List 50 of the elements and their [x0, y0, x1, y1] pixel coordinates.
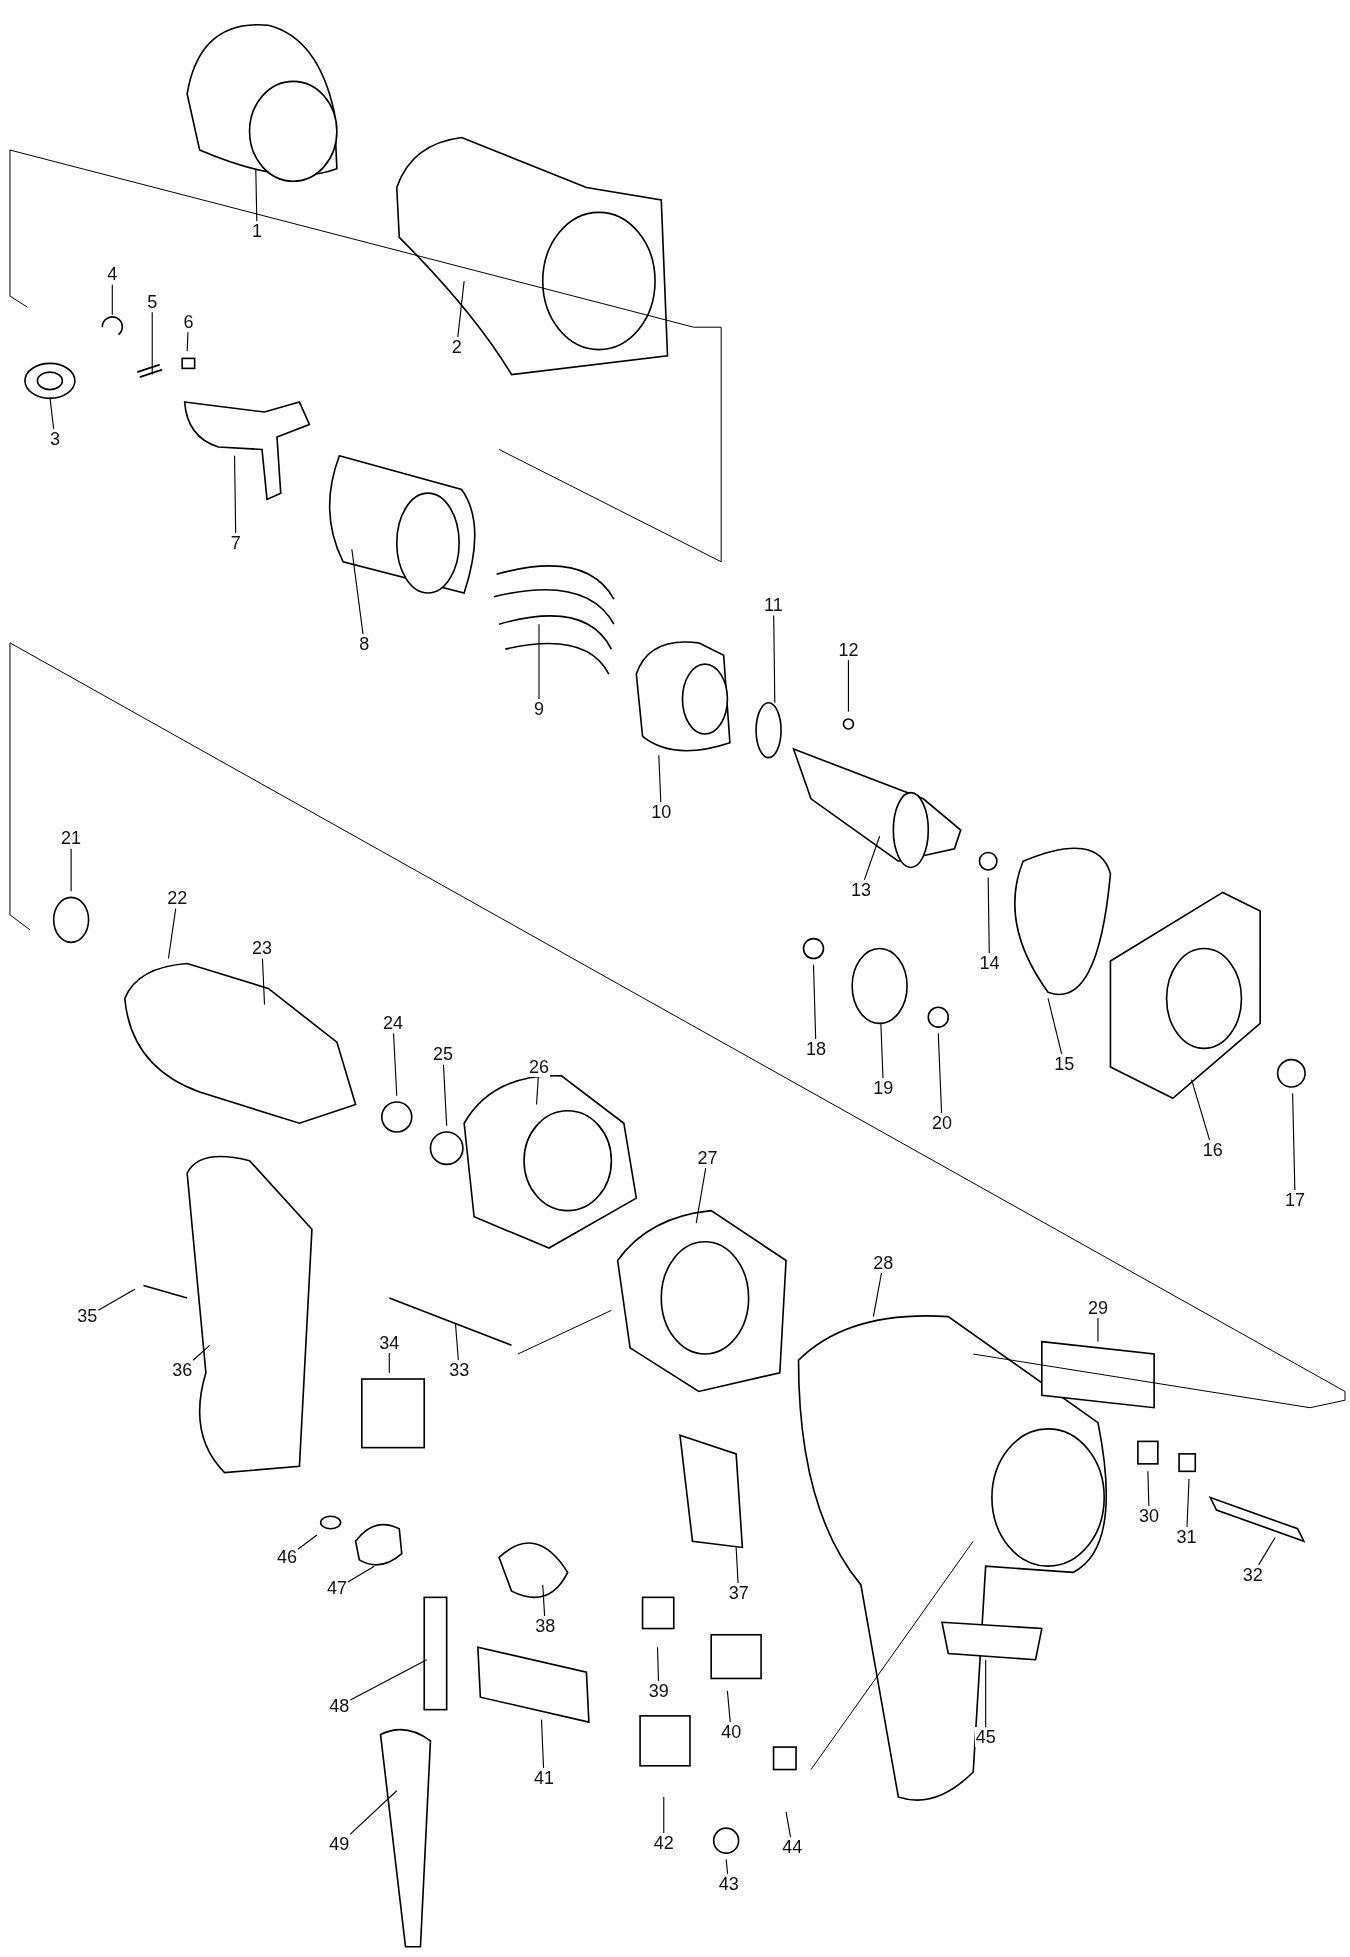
leader-line — [726, 1690, 731, 1723]
leader-line — [349, 1790, 398, 1835]
leader-line — [151, 311, 153, 376]
leader-line — [880, 1022, 884, 1079]
callout-number: 45 — [974, 1726, 997, 1747]
leader-line — [457, 280, 465, 338]
leader-line — [847, 659, 849, 713]
leader-line — [1191, 1079, 1211, 1142]
leader-line — [97, 1288, 136, 1311]
leader-line — [735, 1546, 739, 1585]
leader-line — [388, 1352, 390, 1374]
leader-line — [442, 1064, 448, 1127]
leader-line — [255, 168, 258, 222]
leader-line — [1147, 1470, 1150, 1507]
leader-line — [695, 1167, 707, 1224]
leader-line — [663, 1796, 665, 1834]
leader-line — [111, 284, 113, 316]
leader-line — [234, 455, 237, 534]
leader-line — [987, 876, 990, 955]
leader-line — [70, 848, 72, 892]
leader-line — [773, 614, 776, 704]
leader-line — [1047, 997, 1063, 1056]
leader-line — [454, 1322, 459, 1361]
leader-line — [349, 1659, 428, 1701]
leader-line — [261, 958, 266, 1006]
leader-line — [725, 1858, 729, 1875]
leader-line — [297, 1534, 318, 1550]
leader-line — [863, 835, 881, 881]
leader-line — [192, 1344, 211, 1361]
leader-line — [985, 1659, 987, 1728]
leader-line — [167, 908, 177, 960]
leader-line — [542, 1584, 546, 1617]
leader-line — [872, 1272, 883, 1318]
leader-line — [540, 1719, 545, 1769]
leader-line — [658, 754, 662, 804]
leader-line — [186, 331, 189, 352]
leader-line — [393, 1032, 398, 1097]
leader-line — [937, 1032, 943, 1114]
leader-line — [49, 396, 55, 431]
leader-line — [812, 964, 817, 1041]
leader-line — [1292, 1092, 1296, 1192]
leader-line — [1097, 1317, 1099, 1343]
leader-line — [1258, 1536, 1276, 1566]
leader-line — [538, 623, 540, 700]
leader-line — [351, 548, 364, 635]
leader-line — [656, 1646, 660, 1682]
leader-line — [1186, 1478, 1190, 1528]
leader-line — [785, 1811, 792, 1838]
leader-line — [347, 1565, 375, 1583]
leader-line — [535, 1076, 539, 1106]
